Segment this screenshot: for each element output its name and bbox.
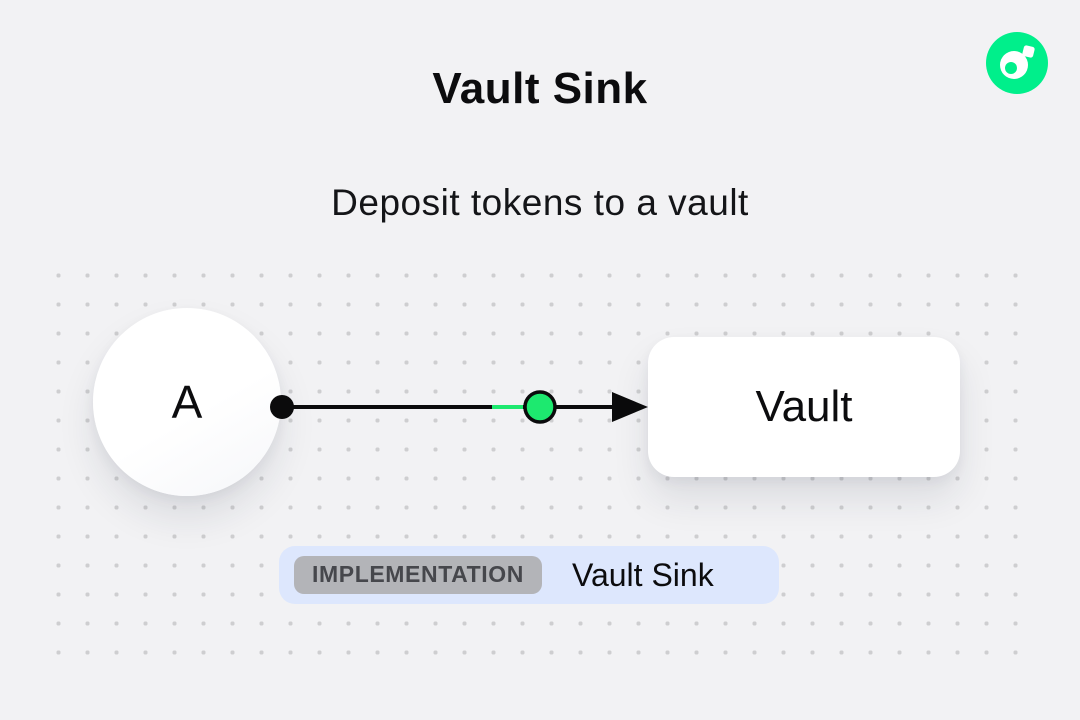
source-node-label: A bbox=[171, 376, 203, 428]
sink-connector-dot bbox=[523, 390, 557, 424]
arrowhead-icon bbox=[612, 392, 648, 422]
implementation-name: Vault Sink bbox=[571, 556, 714, 593]
vault-node: Vault bbox=[648, 337, 960, 477]
arrow-start-dot bbox=[270, 395, 294, 419]
transfer-arrow bbox=[270, 390, 648, 424]
token-source-node: A bbox=[93, 308, 281, 496]
flow-logo-icon bbox=[986, 32, 1048, 94]
page-subtitle: Deposit tokens to a vault bbox=[331, 182, 749, 223]
implementation-pill: IMPLEMENTATION Vault Sink bbox=[279, 546, 779, 604]
page-title: Vault Sink bbox=[432, 64, 648, 113]
implementation-badge: IMPLEMENTATION bbox=[294, 556, 542, 594]
vault-node-label: Vault bbox=[755, 382, 853, 431]
